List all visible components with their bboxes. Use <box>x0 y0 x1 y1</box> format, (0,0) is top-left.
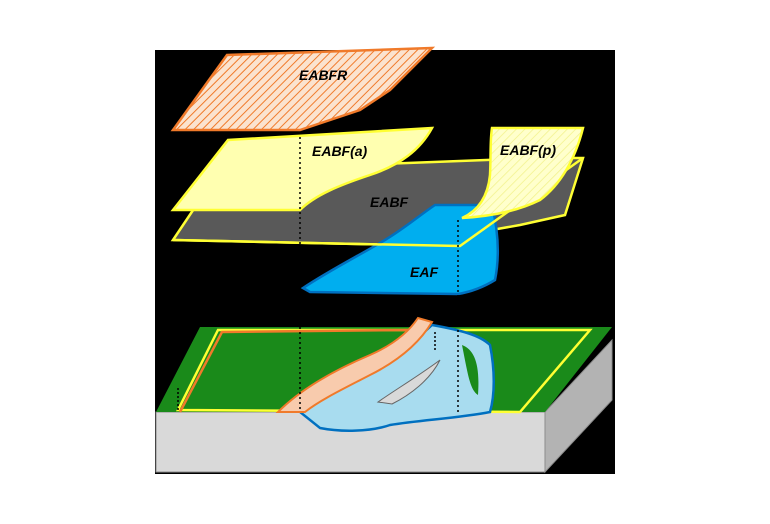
sandbar <box>376 359 441 405</box>
label-eabfr: EABFR <box>299 67 348 83</box>
eabf-p-layer <box>461 126 585 220</box>
terrain-eabfr-outline <box>178 328 411 413</box>
block-side-face <box>544 338 613 474</box>
river-island <box>462 345 479 395</box>
eabf-a-layer <box>170 126 435 212</box>
label-eabf-a: EABF(a) <box>312 143 368 159</box>
label-eaf: EAF <box>410 264 438 280</box>
terrain-block <box>155 316 613 474</box>
river-bank <box>275 316 434 413</box>
eabfr-layer <box>170 46 436 132</box>
label-eabf-p: EABF(p) <box>500 142 556 158</box>
label-eabf: EABF <box>370 194 409 210</box>
